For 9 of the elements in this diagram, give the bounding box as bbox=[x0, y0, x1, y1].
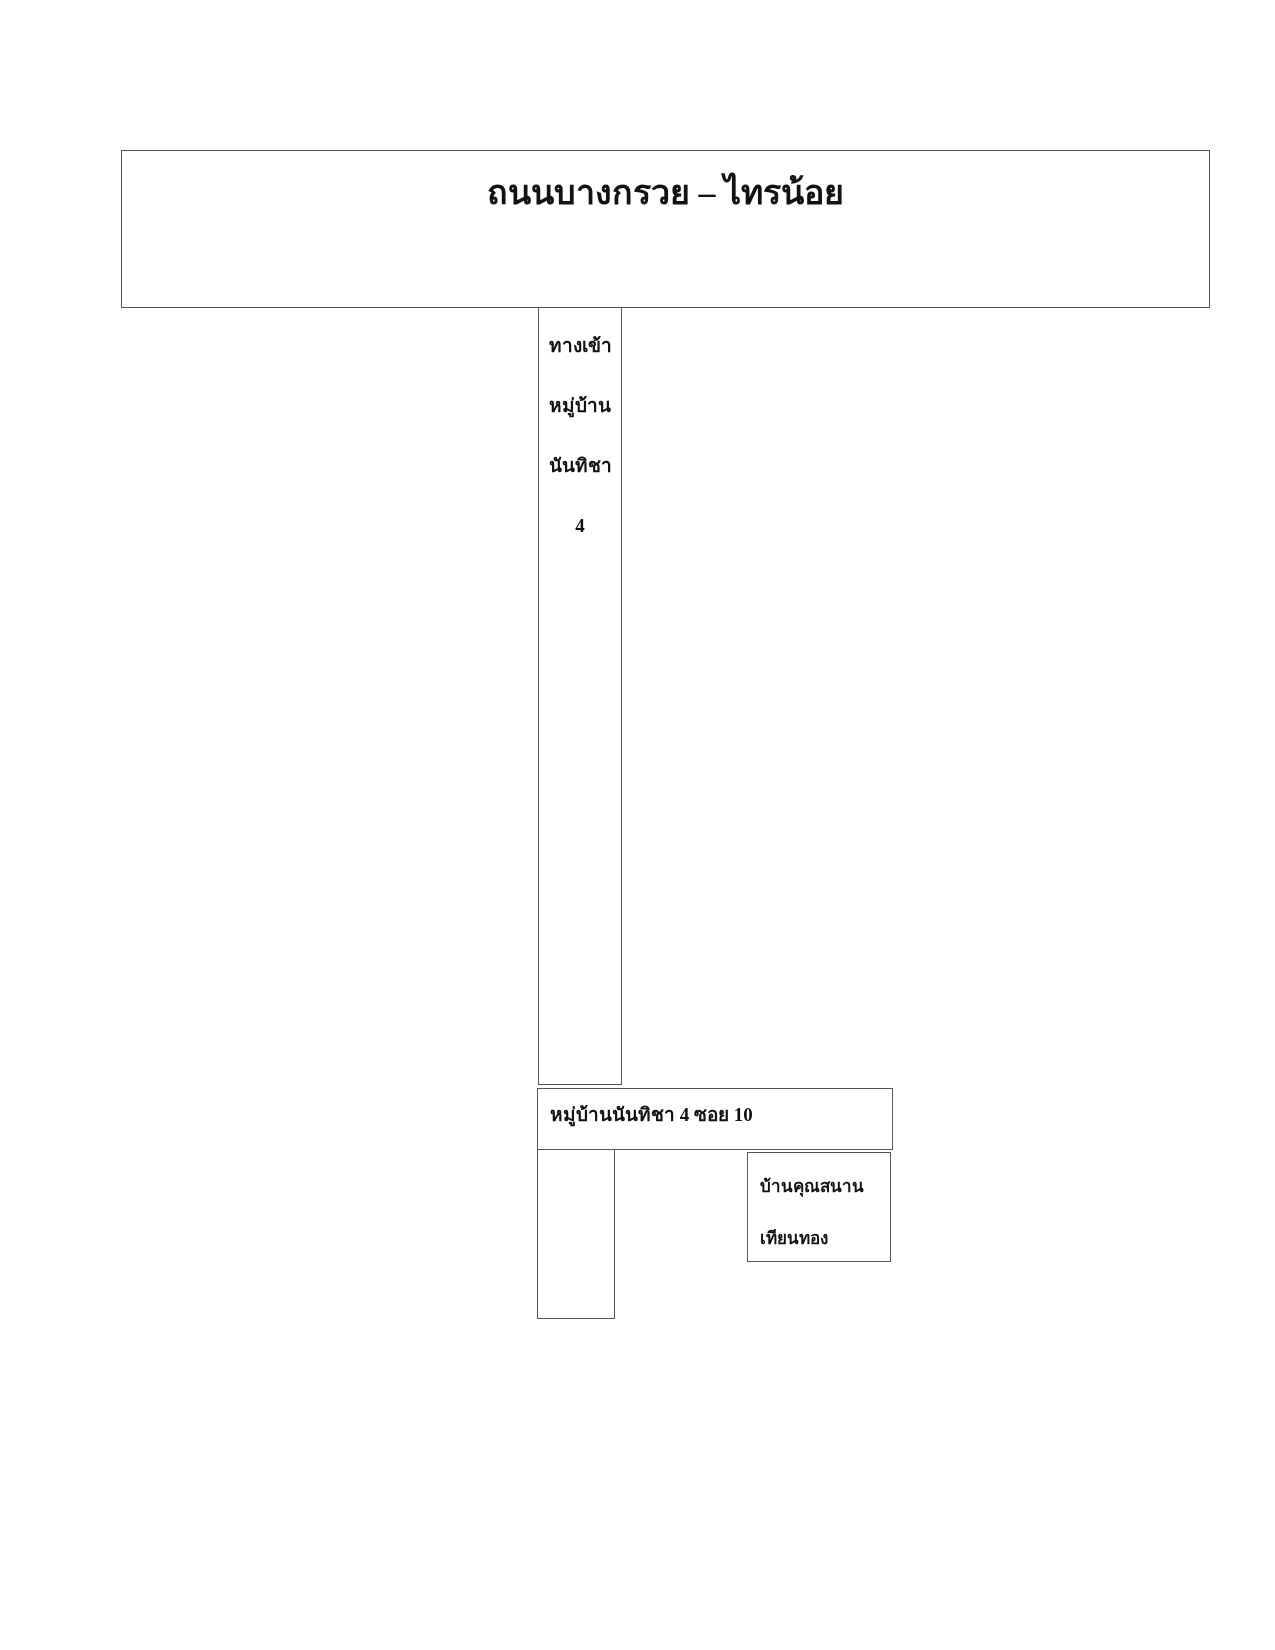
road-name: ถนนบางกรวย – ไทรน้อย bbox=[486, 171, 845, 213]
soi-road-box bbox=[537, 1088, 893, 1150]
plot-box bbox=[537, 1149, 615, 1319]
road-label: หมู่บ้านนันทิชา 4 ซอย 10 bbox=[550, 1103, 754, 1129]
entrance-road-strip bbox=[538, 307, 622, 1085]
road-label: ทางเข้าหมู่บ้านนันทิชา 4 bbox=[547, 334, 613, 538]
road-box bbox=[121, 150, 1210, 308]
house-box bbox=[747, 1152, 891, 1262]
house-label: บ้านคุณสนาน เทียนทอง bbox=[760, 1176, 865, 1250]
